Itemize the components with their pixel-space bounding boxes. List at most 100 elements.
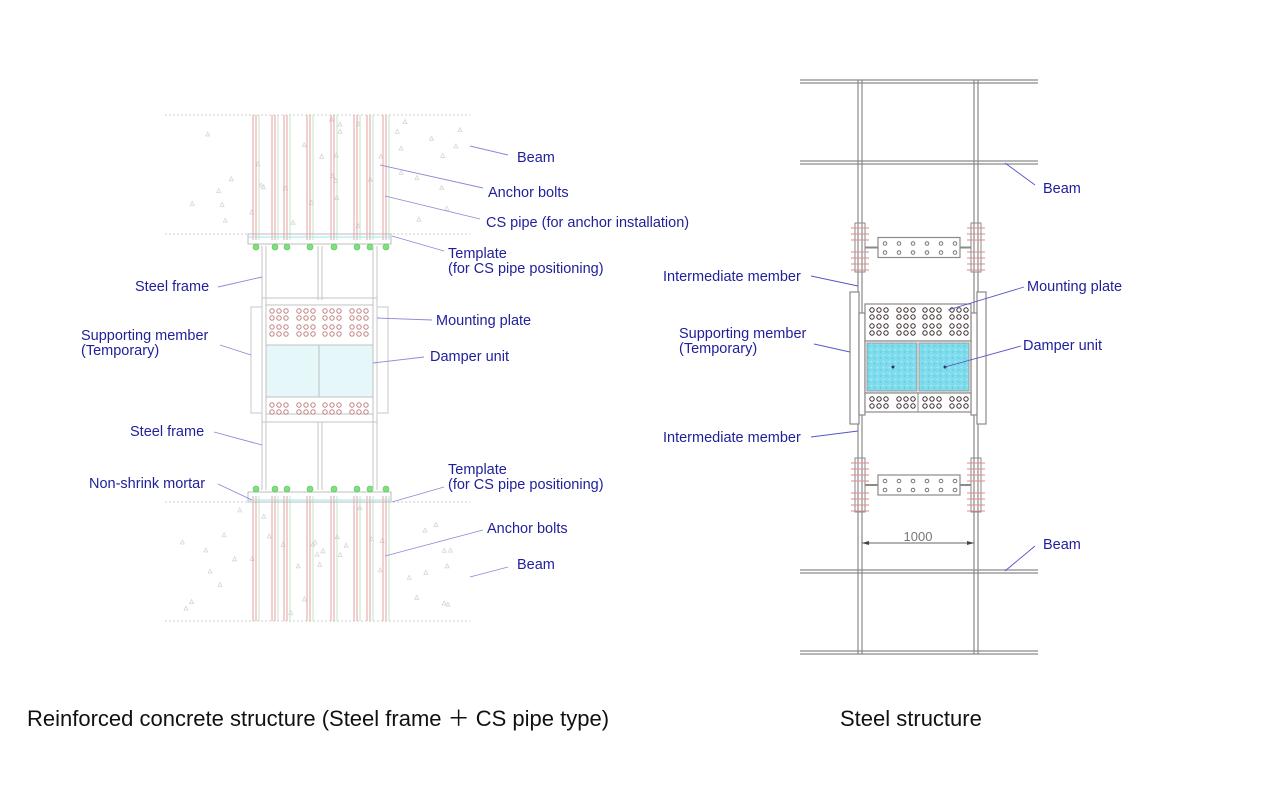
plate-bolt	[876, 307, 882, 313]
plate-bolt	[310, 402, 316, 408]
plate-bolt	[903, 330, 909, 336]
column-splice-plate	[970, 222, 982, 273]
plate-hole	[924, 487, 930, 493]
plate-bolt	[269, 308, 275, 314]
plate-bolt	[310, 315, 316, 321]
plate-bolt	[876, 330, 882, 336]
aggregate-mark	[441, 547, 447, 553]
plate-hole	[952, 478, 958, 484]
plate-bolt	[363, 402, 369, 408]
plate-bolt	[956, 323, 962, 329]
template-bottom	[247, 485, 392, 503]
plate-bolt	[276, 315, 282, 321]
plate-bolt	[356, 331, 362, 337]
plate-bolt	[283, 315, 289, 321]
aggregate-mark	[378, 153, 384, 159]
aggregate-mark	[343, 542, 349, 548]
plate-bolt	[896, 307, 902, 313]
aggregate-mark	[337, 128, 343, 134]
plate-bolt	[363, 409, 369, 415]
plate-hole	[924, 478, 930, 484]
aggregate-mark	[453, 142, 459, 149]
caption-rc-structure: Reinforced concrete structure (Steel fra…	[27, 706, 609, 731]
plate-bolt	[876, 314, 882, 320]
label-template-top-sub: (for CS pipe positioning)	[448, 261, 604, 277]
plate-bolt	[336, 402, 342, 408]
plate-bolt	[363, 308, 369, 314]
plate-bolt	[322, 409, 328, 415]
plate-bolt	[910, 396, 916, 402]
aggregate-mark	[188, 598, 195, 604]
plate-bolt	[276, 331, 282, 337]
template-nut	[252, 485, 260, 493]
label-mounting-plate: Mounting plate	[436, 313, 531, 329]
label-ss-beam-top: Beam	[1043, 181, 1081, 197]
plate-bolt	[303, 409, 309, 415]
aggregate-mark	[423, 569, 429, 575]
plate-bolt	[276, 409, 282, 415]
plate-bolt	[929, 314, 935, 320]
plate-hole	[910, 241, 916, 246]
aggregate-mark	[258, 182, 264, 188]
plate-bolt	[956, 307, 962, 313]
aggregate-mark	[204, 131, 211, 137]
plate-hole	[896, 487, 902, 493]
plate-bolt	[349, 409, 355, 415]
aggregate-mark	[189, 200, 195, 206]
plate-bolt	[922, 323, 928, 329]
aggregate-mark	[216, 187, 222, 193]
plate-bolt	[896, 396, 902, 402]
plate-bolt	[310, 324, 316, 330]
label-steel-frame-bottom: Steel frame	[130, 424, 204, 440]
steel-labels: Beam Intermediate member Mounting plate …	[663, 181, 1122, 553]
aggregate-mark	[444, 205, 450, 211]
plate-bolt	[922, 330, 928, 336]
aggregate-mark	[447, 547, 454, 553]
plate-bolt	[349, 308, 355, 314]
aggregate-mark	[457, 126, 463, 133]
plate-bolt	[329, 409, 335, 415]
plate-hole	[938, 250, 944, 255]
plate-bolt	[296, 409, 302, 415]
plate-bolt	[922, 307, 928, 313]
plate-bolt	[963, 396, 969, 402]
aggregate-mark	[217, 581, 223, 587]
plate-bolt	[296, 315, 302, 321]
plate-bolt	[903, 403, 909, 409]
plate-bolt	[356, 324, 362, 330]
plate-bolt	[296, 308, 302, 314]
plate-bolt	[869, 396, 875, 402]
plate-bolt	[963, 307, 969, 313]
label-ss-supporting-member-sub: (Temporary)	[679, 341, 757, 357]
aggregate-mark	[228, 175, 234, 182]
aggregate-mark	[406, 574, 412, 580]
plate-bolt	[936, 396, 942, 402]
plate-bolt	[269, 402, 275, 408]
aggregate-mark	[179, 539, 185, 545]
template-nut	[353, 485, 361, 493]
label-supporting-member: Supporting member	[81, 328, 209, 344]
template-nut	[271, 485, 279, 493]
supporting-member-left	[250, 306, 389, 414]
label-ss-supporting-member: Supporting member	[679, 326, 807, 342]
aggregate-mark	[301, 141, 307, 148]
label-ss-beam-bottom: Beam	[1043, 537, 1081, 553]
plate-bolt	[310, 409, 316, 415]
plate-bolt	[929, 307, 935, 313]
plate-bolt	[363, 315, 369, 321]
aggregate-mark	[368, 535, 375, 542]
aggregate-mark	[249, 555, 255, 561]
rc-structure-diagram	[165, 114, 470, 622]
aggregate-mark	[398, 145, 404, 151]
plate-bolt	[956, 396, 962, 402]
aggregate-mark	[237, 506, 243, 513]
aggregate-mark	[328, 116, 335, 122]
aggregate-mark	[428, 135, 435, 141]
plate-hole	[938, 478, 944, 484]
plate-bolt	[283, 409, 289, 415]
plate-bolt	[949, 403, 955, 409]
plate-hole	[882, 487, 888, 493]
plate-bolt	[269, 324, 275, 330]
aggregate-mark	[266, 533, 272, 539]
aggregate-mark	[377, 566, 383, 573]
